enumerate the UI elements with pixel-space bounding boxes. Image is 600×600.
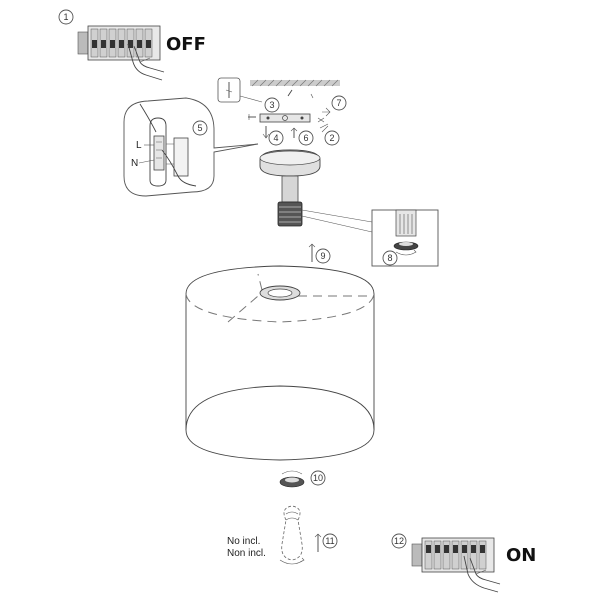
terminal-block xyxy=(153,135,165,171)
step-1-number: 1 xyxy=(63,12,68,22)
lamp-socket xyxy=(277,201,303,227)
screw-icon xyxy=(248,114,256,120)
step-6-number: 6 xyxy=(303,133,308,143)
step-10-group: 10 xyxy=(279,470,326,488)
step-5-wiring-callout: 5 L N xyxy=(123,97,259,197)
step-4-number: 4 xyxy=(273,133,278,143)
step-11-group: 11 No incl. Non incl. xyxy=(227,505,338,565)
hand-icon xyxy=(463,555,501,593)
mounting-bracket-group: 4 6 7 2 xyxy=(248,95,347,146)
mounting-bracket xyxy=(259,113,311,123)
lamp-holder-stem xyxy=(281,175,299,203)
step-2-number: 2 xyxy=(329,133,334,143)
breaker-off-icon xyxy=(77,25,161,61)
drum-shade xyxy=(185,265,375,461)
breaker-on-icon xyxy=(411,537,495,573)
hand-icon xyxy=(127,43,165,81)
step-5-number: 5 xyxy=(197,123,202,133)
step-12-number: 12 xyxy=(394,536,404,546)
step-8-number: 8 xyxy=(387,253,392,263)
canopy-group xyxy=(259,149,321,227)
ceiling-group: 3 xyxy=(217,77,340,113)
drill-bit-callout xyxy=(217,77,263,103)
step-8-ring-callout: 8 xyxy=(301,209,439,267)
step-12-group: 12 xyxy=(391,533,536,593)
not-included-es-label: Non incl. xyxy=(227,548,266,559)
step-9-group: 9 xyxy=(308,243,331,264)
step-1-group: 1 xyxy=(58,9,206,81)
not-included-en-label: No incl. xyxy=(227,536,260,547)
off-label: OFF xyxy=(166,34,206,55)
bulb-icon xyxy=(281,505,303,561)
step-10-number: 10 xyxy=(313,473,323,483)
step-7-number: 7 xyxy=(336,98,341,108)
live-wire-label: L xyxy=(136,140,142,151)
step-3-number: 3 xyxy=(269,100,274,110)
step-11-number: 11 xyxy=(325,536,334,546)
step-9-number: 9 xyxy=(320,251,325,261)
on-label: ON xyxy=(506,545,536,566)
neutral-wire-label: N xyxy=(131,158,138,169)
